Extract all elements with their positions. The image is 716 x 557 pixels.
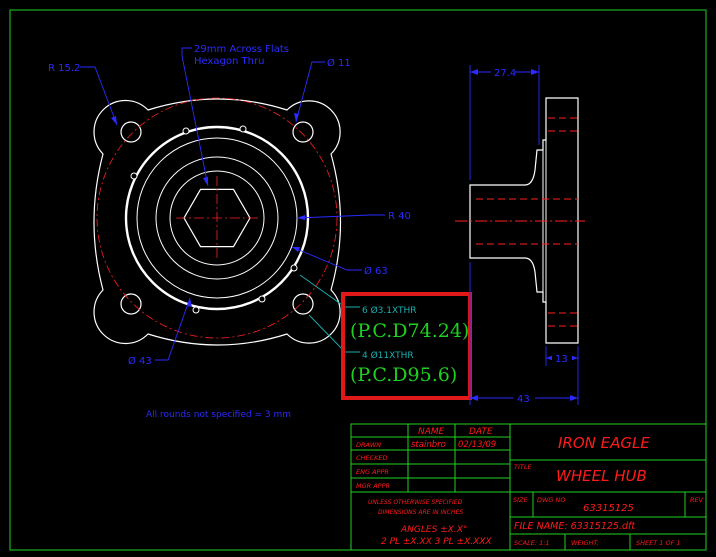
- tb-file-name: FILE NAME: 63315125.dft: [514, 521, 636, 532]
- tb-size-label: SIZE: [513, 496, 528, 504]
- dim-dia11: Ø 11: [327, 57, 351, 69]
- lug-hole-br: [292, 293, 314, 315]
- callout-hole1: 6 Ø3.1XTHR: [362, 305, 417, 316]
- tb-col-name: NAME: [418, 427, 445, 437]
- tb-drawn-name: stainbro: [411, 440, 446, 450]
- dim-r40: R 40: [388, 211, 411, 222]
- tb-scale: SCALE: 1:1: [514, 539, 550, 547]
- tb-rev-label: REV: [690, 496, 704, 504]
- small-hole-4: [290, 264, 298, 272]
- pcd-small-holes: [124, 125, 310, 311]
- lug-hole-tl: [120, 121, 142, 143]
- dim-43: 43: [517, 394, 530, 405]
- small-hole-5: [258, 295, 266, 303]
- rounds-note: All rounds not specified = 3 mm: [146, 410, 291, 420]
- tb-title: WHEEL HUB: [556, 467, 647, 485]
- small-hole-2: [239, 125, 247, 133]
- tb-tol-line2: DIMENSIONS ARE IN INCHES: [378, 509, 463, 516]
- tb-drawn-date: 02/13/09: [458, 440, 496, 450]
- front-dimensions: [80, 47, 385, 361]
- tb-tol-line1: UNLESS OTHERWISE SPECIFIED: [368, 499, 463, 506]
- tb-company: IRON EAGLE: [558, 434, 650, 452]
- side-dim-arrows: [470, 69, 578, 401]
- tb-weight: WEIGHT:: [571, 539, 599, 547]
- small-hole-3: [130, 172, 138, 180]
- flange-outline: [93, 98, 342, 346]
- dim-r152: R 15.2: [48, 63, 80, 74]
- dim-274: 27.4: [494, 68, 516, 79]
- front-dim-arrows: [111, 113, 305, 307]
- front-view: [93, 97, 342, 346]
- tb-col-date: DATE: [469, 427, 493, 437]
- leader-dia63: [291, 246, 362, 271]
- callout-hole2: 4 Ø11XTHR: [362, 350, 414, 361]
- dim-dia43: Ø 43: [128, 355, 152, 367]
- callout-pcd1: (P.C.D74.24): [350, 320, 469, 342]
- small-hole-1: [182, 127, 190, 135]
- dim-hex-line1: 29mm Across Flats: [194, 44, 289, 55]
- leader-r40: [296, 214, 385, 219]
- side-view: [469, 97, 579, 344]
- dim-hex-line2: Hexagon Thru: [194, 56, 264, 67]
- leader-dia11: [295, 61, 325, 123]
- side-hidden-lines: [455, 117, 585, 327]
- lug-hole-bl: [120, 293, 142, 315]
- dim-13: 13: [555, 354, 568, 365]
- dim-dia63: Ø 63: [364, 265, 388, 277]
- leader-r152: [80, 66, 118, 126]
- tb-checked-label: CHECKED: [356, 454, 387, 462]
- title-block: [350, 423, 707, 551]
- tb-dwg-no: 63315125: [583, 503, 634, 514]
- leader-hex: [181, 47, 209, 187]
- callout-pcd2: (P.C.D95.6): [350, 364, 457, 386]
- tb-dwg-label: DWG NO: [537, 496, 566, 504]
- tb-tol-line4: 2 PL ±X.XX 3 PL ±X.XXX: [381, 537, 492, 547]
- tb-title-label: TITLE: [514, 463, 532, 471]
- side-profile: [469, 97, 579, 344]
- bolt-circle-pcd: [96, 97, 338, 339]
- lug-hole-tr: [292, 121, 314, 143]
- hub-circle-inner: [169, 170, 265, 266]
- tb-mgr-label: MGR APPR: [356, 482, 390, 490]
- tb-tol-line3: ANGLES ±X.X°: [400, 525, 467, 535]
- tb-sheet: SHEET 1 OF 1: [636, 539, 681, 547]
- hub-circle-mid: [155, 156, 279, 280]
- leader-dia43: [155, 297, 191, 361]
- tb-eng-label: ENG APPR: [356, 468, 389, 476]
- small-hole-6: [192, 306, 200, 314]
- tb-drawn-label: DRAWN: [356, 441, 381, 449]
